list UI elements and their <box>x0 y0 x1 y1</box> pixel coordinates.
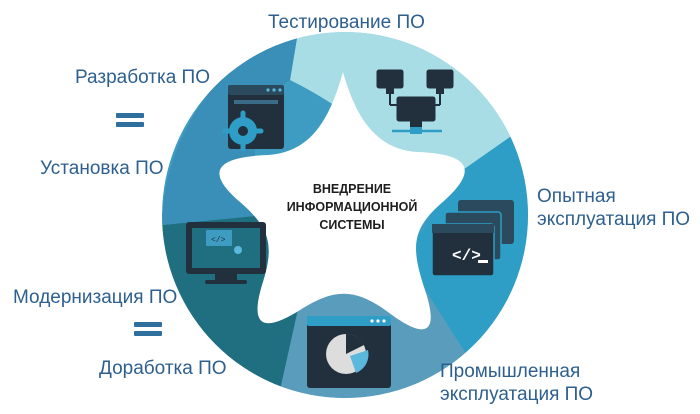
stage-label-development: Разработка ПО <box>75 67 210 88</box>
center-star <box>219 72 465 330</box>
equals-icon <box>134 322 162 336</box>
code-windows-icon: </> <box>431 200 514 277</box>
stage-label-modernization: Модернизация ПО <box>13 287 178 308</box>
monitor-icon: </> <box>186 222 266 284</box>
gear-window-icon <box>222 85 284 152</box>
stage-label-installation: Установка ПО <box>40 158 164 179</box>
center-title: ВНЕДРЕНИЕ ИНФОРМАЦИОННОЙ СИСТЕМЫ <box>286 182 418 232</box>
equals-icon <box>116 113 144 127</box>
stage-label-testing: Тестирование ПО <box>268 12 425 33</box>
svg-text:</>: </> <box>211 236 226 245</box>
pie-chart-window-icon <box>307 316 391 388</box>
stage-label-pilot: Опытная эксплуатация ПО <box>537 186 691 230</box>
stage-label-production: Промышленная эксплуатация ПО <box>440 361 594 405</box>
network-computers-icon <box>376 69 454 134</box>
stage-label-refinement: Доработка ПО <box>99 358 227 379</box>
svg-text:</>: </> <box>452 247 481 265</box>
